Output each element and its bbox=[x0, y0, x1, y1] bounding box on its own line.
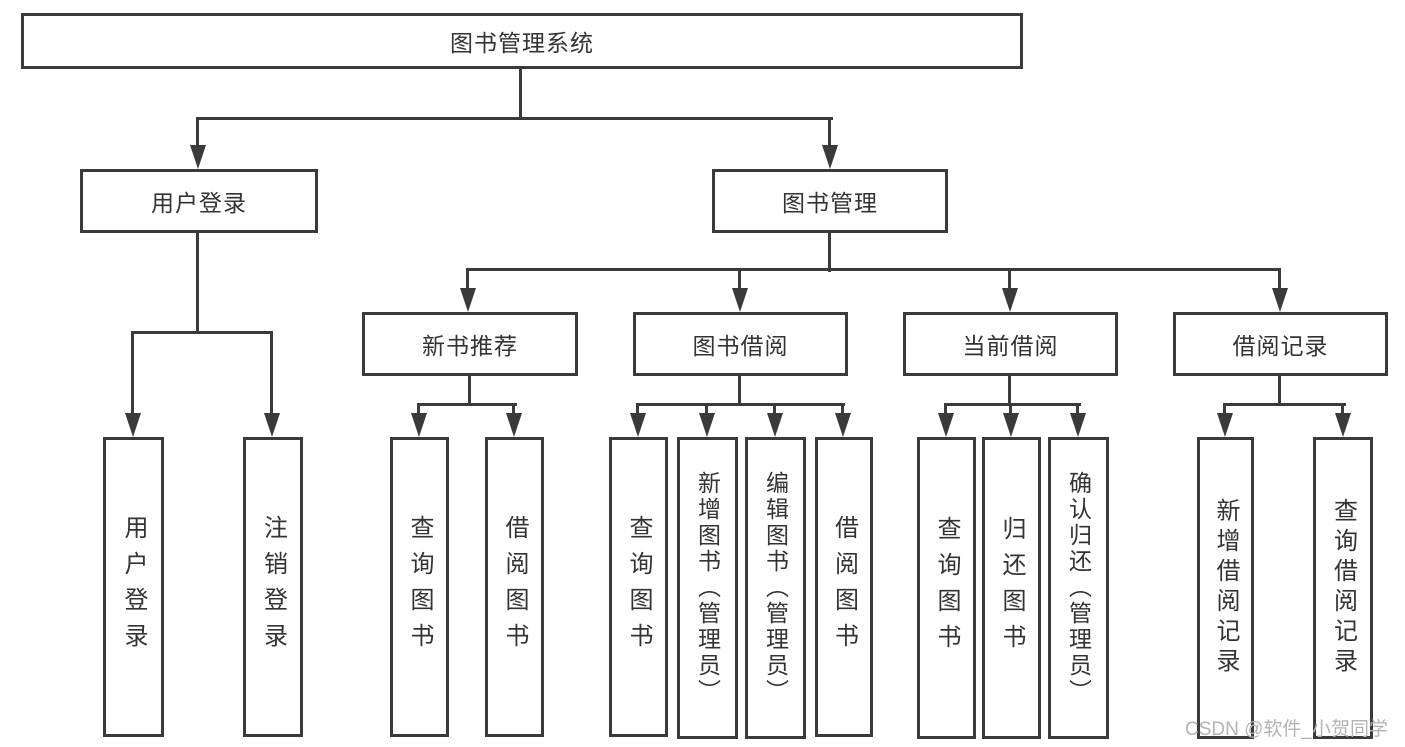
leaf-borrow-books-recommend: 借阅图书 bbox=[485, 437, 544, 737]
connector-line bbox=[1009, 403, 1012, 416]
node-label: 借阅图书 bbox=[830, 515, 858, 659]
node-label: 新书推荐 bbox=[422, 333, 518, 359]
leaf-logout-login: 注销登录 bbox=[243, 437, 303, 737]
arrow-down-icon bbox=[1217, 413, 1233, 437]
node-label: 图书管理 bbox=[782, 190, 878, 216]
node-label: 编辑图书（管理员） bbox=[762, 471, 789, 705]
arrow-down-icon bbox=[938, 413, 954, 437]
connector-line bbox=[466, 268, 469, 291]
connector-line bbox=[828, 232, 831, 272]
node-label: 查询图书 bbox=[406, 515, 433, 659]
node-label: 用户登录 bbox=[151, 190, 247, 216]
connector-line bbox=[841, 403, 844, 416]
connector-line bbox=[738, 375, 741, 406]
arrow-down-icon bbox=[125, 413, 141, 437]
leaf-query-books-current: 查询图书 bbox=[917, 437, 976, 739]
connector-line bbox=[196, 117, 833, 120]
connector-line bbox=[944, 403, 947, 416]
leaf-add-borrow-record: 新增借阅记录 bbox=[1197, 437, 1254, 739]
node-current-borrowing: 当前借阅 bbox=[903, 312, 1118, 376]
leaf-query-books-recommend: 查询图书 bbox=[390, 437, 449, 737]
connector-line bbox=[738, 268, 741, 291]
connector-line bbox=[705, 403, 708, 416]
connector-line bbox=[1223, 403, 1226, 416]
watermark-text: CSDN @软件_小贺同学 bbox=[1185, 719, 1388, 740]
arrow-down-icon bbox=[460, 288, 476, 312]
connector-line bbox=[1278, 268, 1281, 291]
node-user-login: 用户登录 bbox=[80, 169, 318, 233]
node-label: 查询图书 bbox=[933, 516, 960, 660]
arrow-down-icon bbox=[732, 288, 748, 312]
node-label: 归还图书 bbox=[998, 516, 1025, 660]
leaf-query-books-borrowing: 查询图书 bbox=[609, 437, 668, 737]
connector-line bbox=[1223, 403, 1346, 406]
arrow-down-icon bbox=[1003, 413, 1019, 437]
connector-line bbox=[636, 403, 845, 406]
connector-line bbox=[196, 117, 199, 149]
connector-line bbox=[417, 403, 420, 416]
connector-line bbox=[828, 117, 831, 149]
connector-line bbox=[512, 403, 515, 416]
leaf-confirm-return-admin: 确认归还（管理员） bbox=[1048, 437, 1109, 739]
arrow-down-icon bbox=[1335, 413, 1351, 437]
node-new-book-recommendation: 新书推荐 bbox=[362, 312, 578, 376]
connector-line bbox=[196, 232, 199, 334]
arrow-down-icon bbox=[1272, 288, 1288, 312]
connector-line bbox=[468, 375, 471, 406]
node-label: 新增借阅记录 bbox=[1212, 498, 1239, 678]
connector-line bbox=[944, 403, 1081, 406]
node-label: 确认归还（管理员） bbox=[1065, 471, 1092, 705]
arrow-down-icon bbox=[1070, 413, 1086, 437]
leaf-add-books-admin: 新增图书（管理员） bbox=[677, 437, 738, 739]
connector-line bbox=[417, 403, 517, 406]
leaf-edit-books-admin: 编辑图书（管理员） bbox=[745, 437, 806, 739]
connector-line bbox=[1076, 403, 1079, 416]
node-label: 图书借阅 bbox=[692, 333, 789, 359]
node-book-management: 图书管理 bbox=[712, 169, 948, 233]
node-label: 注销登录 bbox=[259, 515, 287, 659]
connector-line bbox=[466, 268, 1281, 271]
arrow-down-icon bbox=[822, 145, 838, 169]
node-label: 借阅记录 bbox=[1232, 333, 1329, 359]
node-label: 用户登录 bbox=[120, 515, 147, 659]
node-label: 图书管理系统 bbox=[450, 30, 594, 56]
node-label: 查询图书 bbox=[625, 515, 652, 659]
arrow-down-icon bbox=[190, 145, 206, 169]
connector-line bbox=[636, 403, 639, 416]
arrow-down-icon bbox=[767, 413, 783, 437]
connector-line bbox=[270, 331, 273, 415]
leaf-borrow-books-borrowing: 借阅图书 bbox=[815, 437, 873, 737]
leaf-user-login: 用户登录 bbox=[103, 437, 164, 737]
connector-line bbox=[773, 403, 776, 416]
node-label: 借阅图书 bbox=[501, 515, 528, 659]
node-borrowing-records: 借阅记录 bbox=[1173, 312, 1388, 376]
node-label: 新增图书（管理员） bbox=[694, 471, 721, 705]
connector-line bbox=[1008, 375, 1011, 406]
arrow-down-icon bbox=[699, 413, 715, 437]
arrow-down-icon bbox=[630, 413, 646, 437]
connector-line bbox=[131, 331, 134, 415]
arrow-down-icon bbox=[264, 413, 280, 437]
arrow-down-icon bbox=[835, 413, 851, 437]
connector-line bbox=[1278, 375, 1281, 406]
connector-line bbox=[1341, 403, 1344, 416]
arrow-down-icon bbox=[506, 413, 522, 437]
arrow-down-icon bbox=[1002, 288, 1018, 312]
arrow-down-icon bbox=[411, 413, 427, 437]
node-label: 当前借阅 bbox=[962, 333, 1059, 359]
connector-line bbox=[1008, 268, 1011, 291]
node-label: 查询借阅记录 bbox=[1329, 498, 1357, 678]
node-book-borrowing: 图书借阅 bbox=[633, 312, 848, 376]
node-library-management-system: 图书管理系统 bbox=[21, 13, 1023, 69]
connector-line bbox=[519, 68, 522, 120]
connector-line bbox=[131, 331, 273, 334]
leaf-return-books: 归还图书 bbox=[982, 437, 1041, 739]
leaf-query-borrow-record: 查询借阅记录 bbox=[1313, 437, 1373, 739]
